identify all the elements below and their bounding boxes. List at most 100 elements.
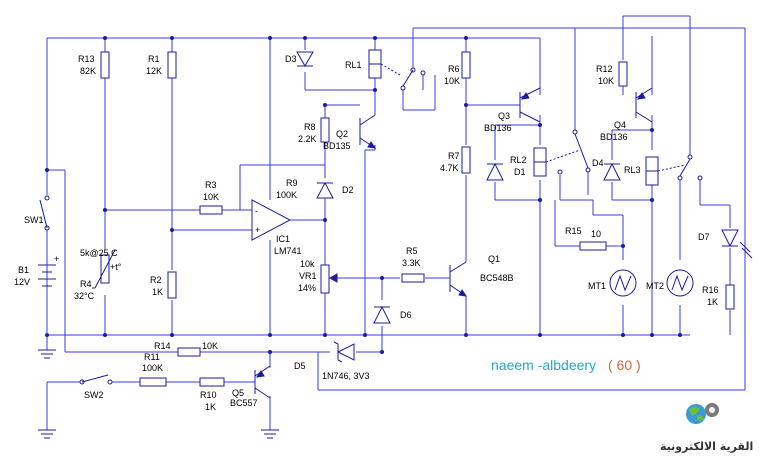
d5-label: D5 (294, 361, 306, 371)
d6-label: D6 (400, 310, 412, 320)
r13-value: 82K (80, 66, 96, 76)
r14-resistor (177, 347, 201, 357)
r14-label: R14 (154, 341, 171, 351)
r12-resistor (618, 61, 628, 87)
q5-type: BC557 (230, 398, 258, 408)
vr1-potentiometer (320, 264, 338, 294)
rl3-contacts (657, 154, 703, 181)
r9-label: R9 (286, 178, 298, 188)
r11-resistor (139, 377, 167, 387)
mt1-label: MT1 (588, 281, 606, 291)
r5-label: R5 (406, 246, 418, 256)
q4-label: Q4 (614, 120, 626, 130)
ic1-type: LM741 (274, 246, 302, 256)
r1-value: 12K (146, 66, 162, 76)
d3-label: D3 (285, 54, 297, 64)
r12-label: R12 (596, 64, 613, 74)
q2-label: Q2 (336, 129, 348, 139)
r16-label: R16 (702, 285, 719, 295)
mt1-motor (609, 269, 637, 297)
r16-resistor (725, 284, 735, 310)
junctions (45, 36, 682, 354)
r1-label: R1 (148, 54, 160, 64)
r6-resistor (461, 51, 471, 79)
watermark-number: ( 60 ) (608, 357, 641, 373)
ic1-label: IC1 (276, 234, 290, 244)
rl2-contacts (545, 129, 591, 175)
r4-temp: 32°C (74, 291, 95, 301)
mt2-motor (666, 269, 694, 297)
d1-label: D1 (514, 167, 526, 177)
rl1-contacts (380, 63, 426, 91)
r4-spec: 5k@25 C (80, 248, 118, 258)
r6-label: R6 (448, 64, 460, 74)
d5-type: 1N746, 3V3 (322, 371, 370, 381)
b1-plus: + (54, 254, 59, 264)
rl2-relay-coil (533, 147, 547, 177)
r4-plus-t: +t° (110, 262, 122, 272)
vr1-percent: 14% (298, 283, 316, 293)
d4-label: D4 (592, 158, 604, 168)
b1-value: 12V (14, 277, 30, 287)
component-labels: R13 82K R1 12K D3 RL1 R6 10K R12 10K R8 … (14, 54, 719, 412)
d2-label: D2 (342, 185, 354, 195)
q3-label: Q3 (498, 111, 510, 121)
q3-type: BD136 (484, 123, 512, 133)
r6-value: 10K (444, 76, 460, 86)
q3-transistor (519, 87, 541, 123)
rl3-relay-coil (645, 156, 659, 186)
sw2-label: SW2 (84, 390, 104, 400)
rl3-label: RL3 (624, 165, 641, 175)
q1-transistor (449, 261, 468, 297)
ground-symbol-q5 (261, 429, 279, 439)
r4-label: R4 (80, 279, 92, 289)
ground-symbol-sw2 (38, 429, 56, 439)
r3-label: R3 (205, 180, 217, 190)
r15-label: R15 (565, 226, 582, 236)
r15-resistor (579, 241, 607, 251)
rl2-label: RL2 (510, 155, 527, 165)
r16-value: 1K (707, 297, 718, 307)
r9-value: 100K (276, 190, 297, 200)
q4-transistor (635, 87, 653, 123)
d5-zener (333, 341, 355, 363)
d7-label: D7 (698, 232, 710, 242)
r13-resistor (100, 51, 110, 79)
q2-type: BD135 (323, 141, 351, 151)
vr1-label: VR1 (299, 271, 317, 281)
r3-resistor (199, 205, 223, 215)
watermark: naeem -albdeery ( 60 ) القرية الالكتروني… (491, 357, 753, 453)
r1-resistor (167, 51, 177, 79)
vr1-value: 10k (300, 259, 315, 269)
sw1-switch (39, 195, 50, 231)
r8-resistor (320, 117, 330, 143)
q2-transistor (359, 114, 377, 149)
r4-thermistor (92, 249, 116, 289)
b1-label: B1 (18, 265, 29, 275)
ic1-opamp (251, 199, 292, 241)
d6-diode (373, 305, 391, 324)
d2-diode (316, 181, 334, 199)
r10-resistor (199, 377, 225, 387)
r8-label: R8 (304, 122, 316, 132)
r11-value: 100K (142, 363, 163, 373)
r7-resistor (461, 146, 471, 174)
ic1-minus: - (255, 206, 258, 216)
r5-value: 3.3K (402, 258, 421, 268)
d3-diode (296, 51, 314, 68)
q1-label: Q1 (488, 254, 500, 264)
q5-transistor (254, 365, 271, 399)
ground-symbol (38, 349, 56, 359)
r10-value: 1K (205, 402, 216, 412)
d7-led (721, 229, 753, 259)
r2-value: 1K (152, 287, 163, 297)
r14-value: 10K (202, 341, 218, 351)
r3-value: 10K (203, 192, 219, 202)
mt2-label: MT2 (646, 281, 664, 291)
sw2-switch (79, 374, 113, 385)
d1-diode (486, 162, 504, 181)
r8-value: 2.2K (298, 134, 317, 144)
r7-value: 4.7K (440, 163, 459, 173)
q4-type: BD136 (600, 132, 628, 142)
